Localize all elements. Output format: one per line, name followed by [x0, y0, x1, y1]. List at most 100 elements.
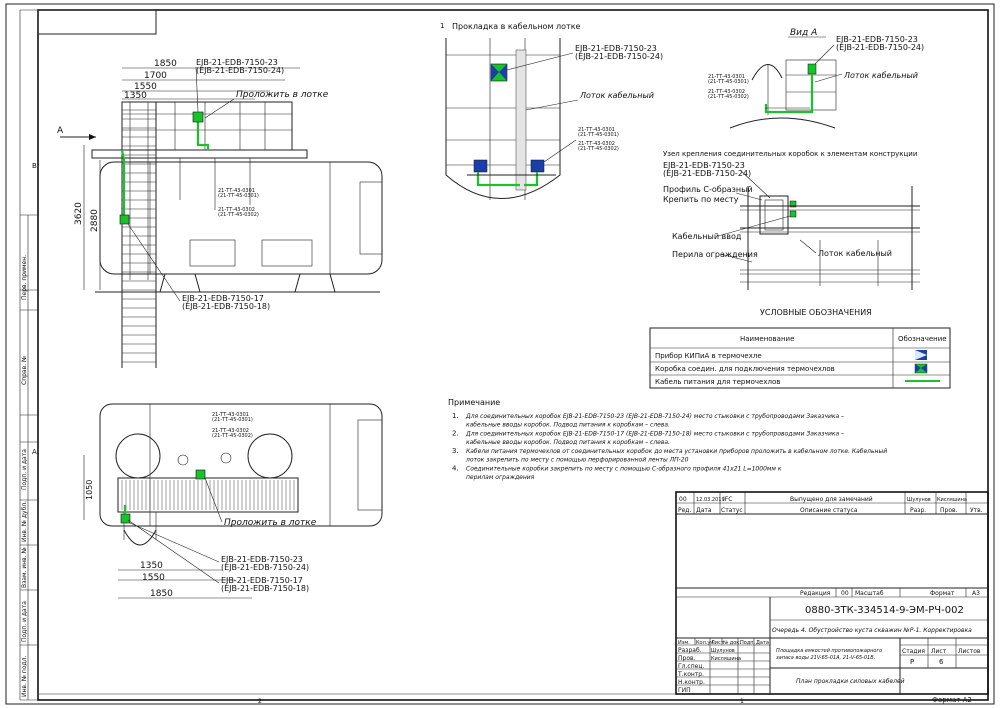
view-a-tag-4: (21-ТТ-45-0302) — [708, 94, 749, 100]
role-check: Пров. — [678, 655, 696, 662]
tray-detail-title: Прокладка в кабельном лотке — [452, 22, 581, 31]
role-ncontrol: Н.контр. — [678, 679, 705, 686]
manhole-right — [247, 433, 293, 479]
plan-tag-2: (21-ТТ-45-0301) — [212, 417, 253, 423]
junction-box-icon — [914, 363, 928, 374]
role-chief: Гл.спец. — [678, 663, 704, 670]
note-line: Для соединительных коробок EJB-21-EDB-71… — [465, 413, 844, 420]
sign-h-date: Дата — [756, 640, 769, 646]
zone-top-label: 1 — [440, 22, 444, 30]
tray-box-24: (EJB-21-EDB-7150-24) — [575, 52, 663, 61]
plan-label-tray: Проложить в лотке — [224, 518, 317, 528]
rev-h-status: Статус — [721, 507, 743, 514]
note-number: 3. — [452, 447, 459, 455]
edition-label: Редакция — [800, 590, 831, 597]
tray-box-23: EJB-21-EDB-7150-23 — [575, 44, 657, 53]
doc-code: 0880-ЗТК-334514-9-ЭМ-РЧ-002 — [805, 605, 964, 616]
plan-box-23: EJB-21-EDB-7150-23 — [221, 555, 303, 564]
mount-railing: Перила ограждения — [672, 250, 758, 259]
rev-date: 12.03.2019 — [696, 497, 725, 503]
plan-dim-1350: 1350 — [140, 561, 163, 571]
mount-box-24: (EJB-21-EDB-7150-24) — [663, 169, 751, 178]
rev-status: IFC — [723, 496, 732, 503]
plan-box-18: (EJB-21-EDB-7150-18) — [221, 584, 309, 593]
platform-grating — [121, 480, 295, 510]
project-name: Очередь 4. Обустройство куста скважин №Р… — [772, 627, 972, 634]
note-line: Кабели питания термочехлов от соединител… — [466, 448, 887, 455]
side-stamps: Перв. примен. Справ. № Подп. и дата Инв.… — [20, 214, 38, 700]
plan-tag-1: 21-ТТ-43-0301 — [212, 412, 249, 418]
dim-1550: 1550 — [134, 82, 157, 92]
view-a-tag-3: 21-ТТ-43-0302 — [708, 89, 745, 95]
tray-detail: Прокладка в кабельном лотке EJB-21-EDB-7… — [445, 22, 663, 200]
sheet-value: 6 — [939, 658, 944, 666]
plan-dim-1550: 1550 — [142, 573, 165, 583]
stage-label: Стадия — [902, 648, 925, 655]
drawing-name: План прокладки силовых кабелей — [796, 678, 905, 685]
notes-title: Примечание — [448, 398, 500, 407]
stamp-dup-inv: Инв. № дубл. — [21, 501, 28, 542]
rev-num: 00 — [679, 496, 687, 503]
view-a-tag-2: (21-ТТ-45-0301) — [708, 79, 749, 85]
role-tcontrol: Т.контр. — [677, 671, 704, 678]
dim-1850: 1850 — [154, 59, 177, 69]
plan-tag-3: 21-ТТ-43-0302 — [212, 428, 249, 434]
sign-h-kol: Кол.уч. — [696, 640, 715, 646]
mount-tray: Лоток кабельный — [818, 249, 892, 258]
rev-h-appr: Утв. — [970, 507, 983, 514]
note-line: Соединительные коробки закрепить по мест… — [466, 466, 782, 473]
ladder-rungs — [122, 109, 156, 363]
object-line-2: запаса воды 21V-65-01А, 21-V-65-01В. — [776, 655, 875, 661]
rev-desc: Выпущено для замечаний — [790, 496, 873, 503]
legend-table — [649, 327, 951, 389]
cable-route-ladder — [120, 149, 126, 220]
main-box-17: EJB-21-EDB-7150-17 — [182, 294, 264, 303]
view-a-tray: Лоток кабельный — [843, 71, 918, 80]
sign-h-list: Лист — [711, 640, 724, 646]
cable-route-top — [196, 118, 210, 150]
legend-col-symbol: Обозначение — [898, 335, 947, 343]
note-line: кабельные вводы коробок. Подвод питания … — [466, 422, 670, 429]
legend: УСЛОВНЫЕ ОБОЗНАЧЕНИЯ Наименование Обозна… — [649, 308, 951, 389]
note-line: лоток закрепить по месту с помощью перфо… — [465, 457, 689, 464]
stamp-sign-date-1: Подп. и дата — [21, 449, 28, 490]
view-a-box-23: EJB-21-EDB-7150-23 — [836, 35, 918, 44]
rev-h-num: Ред. — [678, 507, 691, 514]
tray-detail-outline — [445, 38, 561, 199]
legend-row-3: Кабель питания для термочехлов — [655, 378, 780, 386]
plan-platform — [117, 477, 299, 513]
view-a-shell — [729, 117, 836, 129]
format-label: Формат — [930, 590, 955, 597]
zone-left-b: B — [32, 162, 37, 170]
notes: Примечание 1.Для соединительных коробок … — [448, 398, 887, 481]
tray-tag-2: (21-ТТ-45-0301) — [578, 132, 619, 138]
drawing-frame — [37, 9, 989, 701]
rev-h-dev: Разр. — [910, 507, 926, 514]
sign-h-doc: № док. — [723, 640, 741, 646]
corner-box — [37, 9, 157, 35]
role-dev: Разраб. — [678, 647, 702, 654]
mount-box — [759, 195, 789, 235]
name-check: Кисляшина — [711, 656, 741, 662]
plan-tag-4: (21-ТТ-45-0302) — [212, 433, 253, 439]
rev-h-date: Дата — [696, 507, 712, 514]
scale-label: Масштаб — [855, 590, 884, 597]
dim-2880: 2880 — [90, 209, 100, 232]
view-a-box-24: (EJB-21-EDB-7150-24) — [836, 43, 924, 52]
stamp-sign-date-2: Подп. и дата — [21, 601, 28, 642]
note-line: Для соединительных коробок EJB-21-EDB-71… — [465, 431, 844, 438]
stamp-orig-inv: Инв. № подл. — [21, 656, 28, 697]
stamp-first-use: Перв. примен. — [21, 255, 28, 300]
mount-box-23: EJB-21-EDB-7150-23 — [663, 161, 745, 170]
view-arrow-label: A — [57, 126, 64, 136]
legend-row-1: Прибор КИПиА в термочехле — [655, 352, 762, 360]
tank-plan-view: 1350 1550 1850 1050 Проложить в лотке EJ… — [83, 403, 383, 599]
tray-tag-1: 21-ТТ-43-0301 — [578, 127, 615, 133]
main-dims: 1850 1700 1550 1350 3620 2880 — [74, 59, 300, 290]
legend-row-2: Коробка соедин. для подключения термочех… — [655, 365, 835, 373]
plan-box-24: (EJB-21-EDB-7150-24) — [221, 563, 309, 572]
view-a-tag-1: 21-ТТ-43-0301 — [708, 74, 745, 80]
main-tag-1: 21-ТТ-43-0301 — [218, 188, 255, 194]
main-box-24: (EJB-21-EDB-7150-24) — [196, 66, 284, 75]
